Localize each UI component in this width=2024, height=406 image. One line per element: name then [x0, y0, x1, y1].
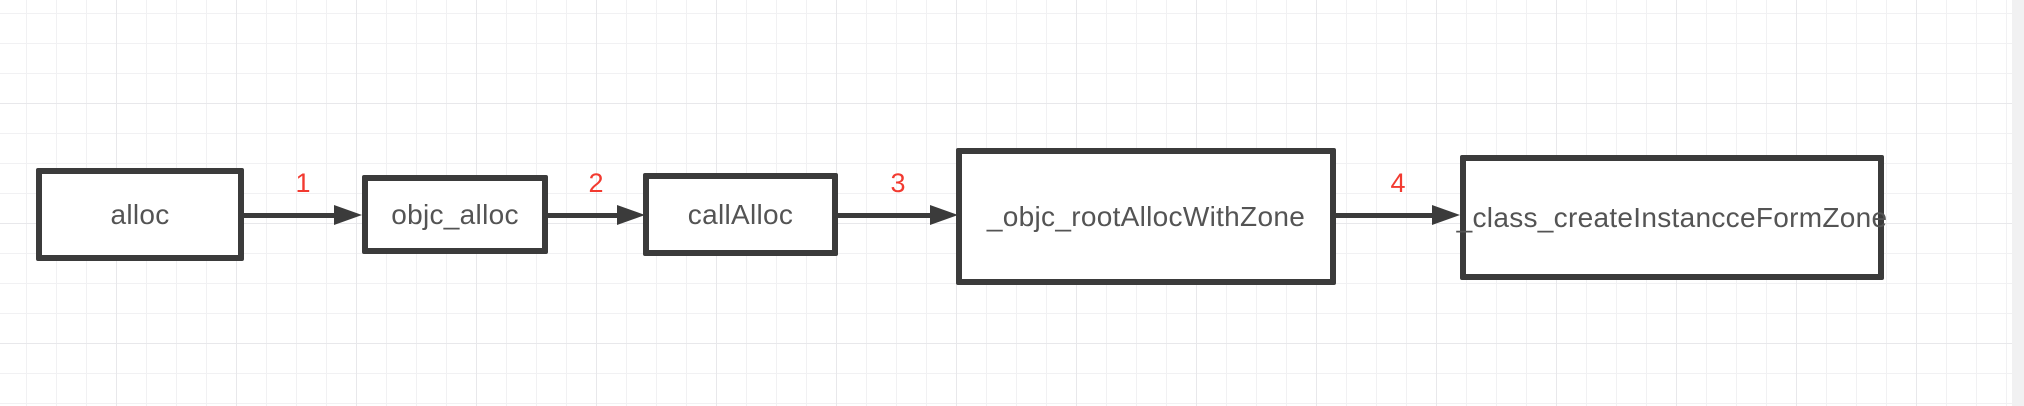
edge-arrowhead-icon	[617, 205, 645, 225]
node-label: alloc	[110, 198, 170, 230]
edge-arrowhead-icon	[1432, 205, 1460, 225]
node-label: objc_alloc	[391, 198, 519, 230]
node-callalloc: callAlloc	[643, 173, 838, 256]
edge-label-1: 1	[295, 168, 311, 198]
canvas-edge-strip	[2012, 0, 2024, 406]
node-label: _class_createInstancceFormZone	[1456, 201, 1888, 233]
node-alloc: alloc	[36, 168, 244, 261]
edge-line-4	[1336, 213, 1432, 218]
edge-line-1	[244, 213, 336, 218]
edge-arrowhead-icon	[930, 205, 958, 225]
edge-line-3	[838, 213, 930, 218]
edge-label-4: 4	[1390, 168, 1406, 198]
node-objc-alloc: objc_alloc	[362, 175, 548, 254]
edge-label-2: 2	[588, 168, 604, 198]
node-class-createinstanccceformzone: _class_createInstancceFormZone	[1457, 155, 1887, 280]
edge-arrowhead-icon	[334, 205, 362, 225]
node-label: _objc_rootAllocWithZone	[986, 200, 1306, 232]
node-objc-rootallocwithzone: _objc_rootAllocWithZone	[956, 148, 1336, 285]
edge-line-2	[548, 213, 619, 218]
node-label: callAlloc	[687, 198, 794, 230]
edge-label-3: 3	[890, 168, 906, 198]
